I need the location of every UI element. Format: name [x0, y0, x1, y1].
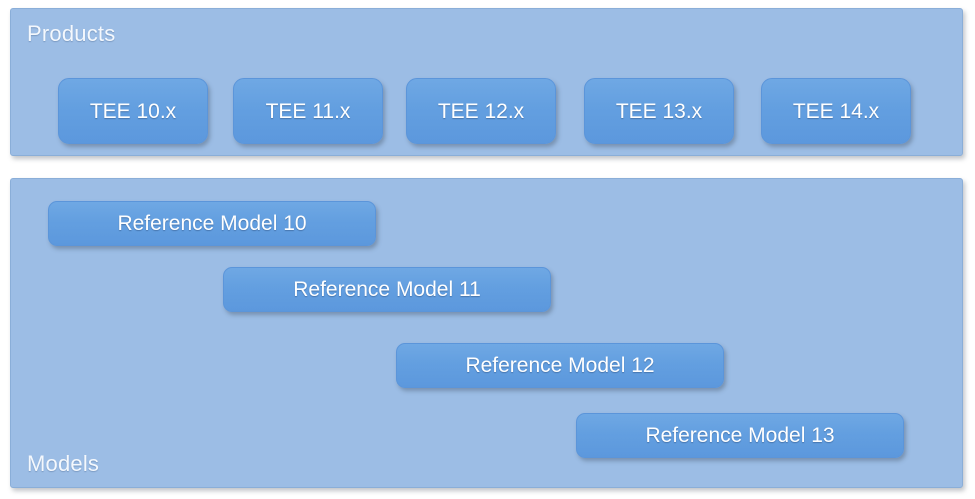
model-box-reference-model-12[interactable]: Reference Model 12	[396, 343, 724, 388]
product-box-tee-10[interactable]: TEE 10.x	[58, 78, 208, 144]
model-box-reference-model-13[interactable]: Reference Model 13	[576, 413, 904, 458]
models-panel: Reference Model 10 Reference Model 11 Re…	[10, 178, 963, 488]
product-box-tee-13[interactable]: TEE 13.x	[584, 78, 734, 144]
models-panel-label: Models	[27, 451, 100, 476]
product-box-tee-12[interactable]: TEE 12.x	[406, 78, 556, 144]
products-panel: Products TEE 10.x TEE 11.x TEE 12.x TEE …	[10, 8, 963, 156]
products-panel-label: Products	[27, 21, 116, 46]
product-box-tee-11[interactable]: TEE 11.x	[233, 78, 383, 144]
model-box-reference-model-10[interactable]: Reference Model 10	[48, 201, 376, 246]
product-box-tee-14[interactable]: TEE 14.x	[761, 78, 911, 144]
model-box-reference-model-11[interactable]: Reference Model 11	[223, 267, 551, 312]
